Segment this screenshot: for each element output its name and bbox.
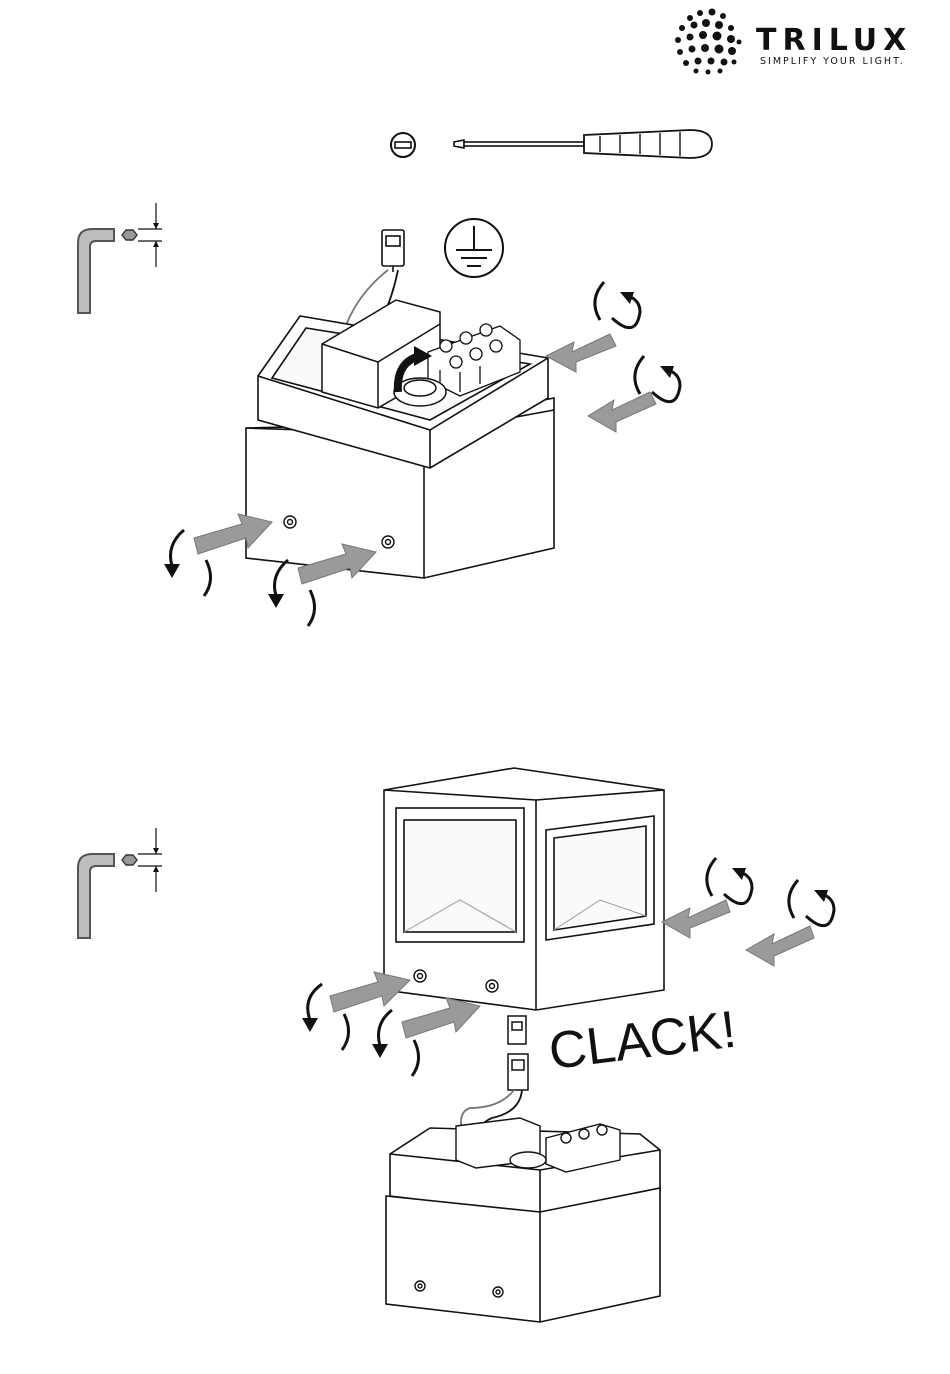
luminaire-head-drawing <box>0 0 950 1374</box>
